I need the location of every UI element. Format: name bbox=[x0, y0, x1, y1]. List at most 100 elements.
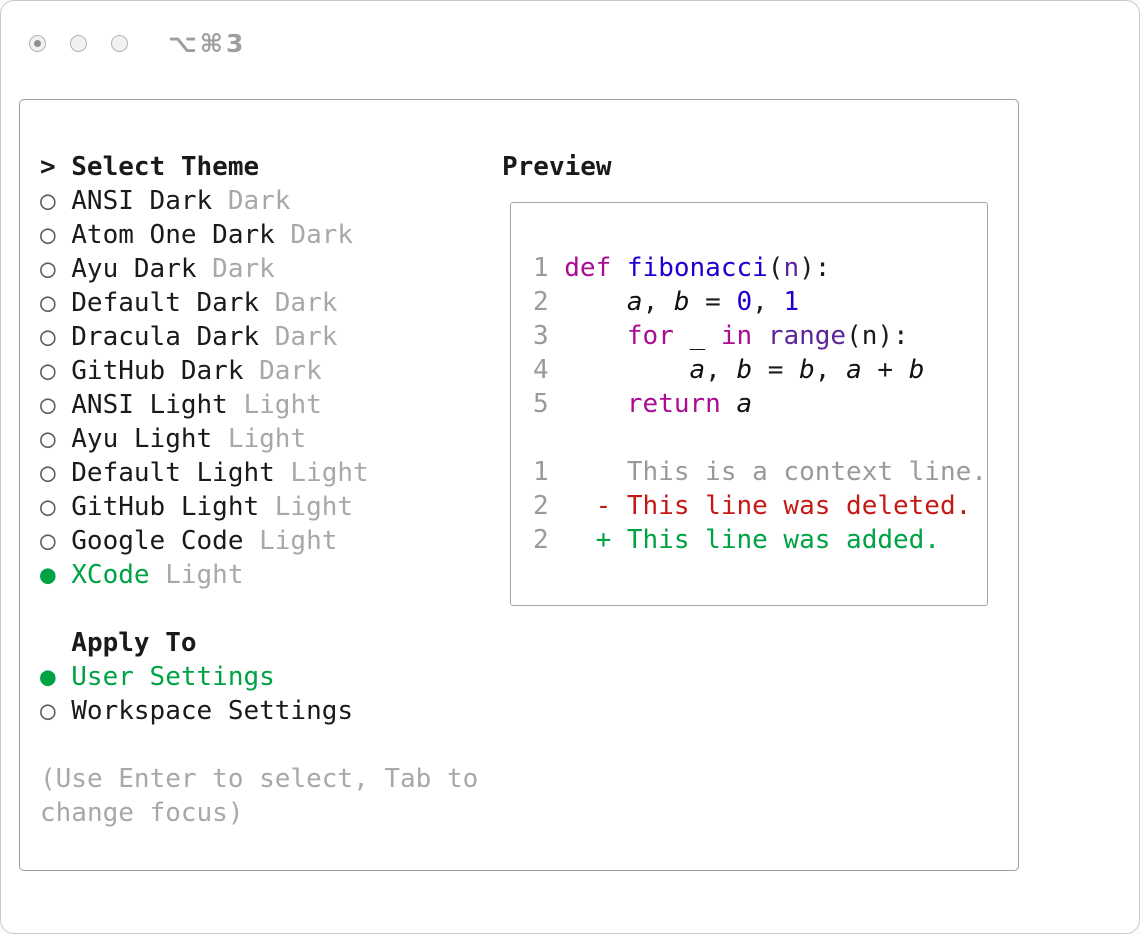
theme-picker-title: Select Theme bbox=[71, 152, 260, 182]
code-token: b bbox=[799, 355, 815, 385]
theme-variant-label: Light bbox=[212, 424, 307, 454]
line-number: 2 bbox=[533, 525, 549, 555]
radio-icon: ○ bbox=[40, 390, 56, 420]
theme-option[interactable]: ○Ayu Dark Dark bbox=[40, 252, 502, 286]
code-token: = bbox=[689, 287, 737, 317]
terminal-panel: >Select Theme ○ANSI Dark Dark○Atom One D… bbox=[19, 99, 1019, 871]
radio-icon: ○ bbox=[40, 322, 56, 352]
code-token: ( bbox=[767, 253, 784, 283]
code-token: a bbox=[736, 389, 753, 419]
theme-option[interactable]: ○Default Light Light bbox=[40, 456, 502, 490]
radio-icon: ○ bbox=[40, 526, 56, 556]
theme-name: Dracula Dark bbox=[71, 322, 260, 352]
code-line: 1 This is a context line. bbox=[533, 455, 987, 489]
code-token: 0 bbox=[736, 287, 753, 317]
code-token: = bbox=[752, 355, 800, 385]
theme-option[interactable]: ○ Dracula Dark Dark bbox=[40, 320, 502, 354]
code-text: for _ in range(n): bbox=[564, 319, 909, 353]
code-line: 2 a, b = 0, 1 bbox=[533, 285, 969, 319]
line-number: 3 bbox=[533, 321, 549, 351]
theme-picker-column: >Select Theme ○ANSI Dark Dark○Atom One D… bbox=[40, 150, 502, 870]
line-number: 4 bbox=[533, 355, 549, 385]
code-token bbox=[564, 321, 627, 351]
code-token bbox=[721, 389, 737, 419]
radio-icon: ○ bbox=[40, 696, 56, 726]
code-text: This is a context line. bbox=[564, 455, 987, 489]
theme-option[interactable]: ○ ANSI Light Light bbox=[40, 388, 502, 422]
maximize-button[interactable] bbox=[111, 35, 128, 52]
apply-to-title: Apply To bbox=[71, 628, 197, 658]
code-token: + This line was added. bbox=[564, 525, 940, 555]
theme-variant-label: Light bbox=[227, 390, 322, 420]
code-line: 4 a, b = b, a + b bbox=[533, 353, 969, 387]
theme-name: ANSI Dark bbox=[71, 186, 213, 216]
code-token: a bbox=[846, 355, 862, 385]
theme-option[interactable]: ○ANSI Dark Dark bbox=[40, 184, 502, 218]
theme-list: ○ANSI Dark Dark○Atom One Dark Dark○Ayu D… bbox=[40, 184, 502, 592]
window-shortcut-label: ⌥⌘3 bbox=[168, 29, 247, 58]
code-token: This is a context line. bbox=[564, 457, 987, 487]
theme-option[interactable]: ○Google Code Light bbox=[40, 524, 502, 558]
code-line: 5 return a bbox=[533, 387, 969, 421]
preview-title: Preview bbox=[502, 152, 612, 182]
minimize-button[interactable] bbox=[70, 35, 87, 52]
code-text: def fibonacci(n): bbox=[564, 251, 830, 285]
prompt-icon: > bbox=[40, 152, 56, 182]
theme-option[interactable]: ○Default Dark Dark bbox=[40, 286, 502, 320]
code-token: def bbox=[564, 253, 612, 283]
theme-variant-label: Light bbox=[274, 458, 369, 488]
code-token: fibonacci bbox=[626, 253, 768, 283]
option-name: User Settings bbox=[71, 662, 275, 692]
theme-variant-label: Dark bbox=[274, 220, 354, 250]
radio-selected-icon: ● bbox=[40, 662, 56, 692]
code-text: + This line was added. bbox=[564, 523, 940, 557]
code-token: , bbox=[705, 355, 737, 385]
line-number: 2 bbox=[533, 287, 549, 317]
line-number bbox=[533, 421, 549, 455]
code-token: b bbox=[736, 355, 753, 385]
radio-icon: ○ bbox=[40, 424, 56, 454]
code-text: a, b = b, a + b bbox=[564, 353, 925, 387]
apply-to-option[interactable]: ● User Settings bbox=[40, 660, 502, 694]
code-token: b bbox=[908, 355, 925, 385]
close-button-dot-icon bbox=[34, 40, 41, 47]
code-token: (n): bbox=[846, 321, 909, 351]
code-line: 3 for _ in range(n): bbox=[533, 319, 969, 353]
theme-name: XCode bbox=[71, 560, 150, 590]
code-token: range bbox=[767, 321, 847, 351]
apply-to-list: ● User Settings○Workspace Settings bbox=[40, 660, 502, 728]
theme-picker-title-row: > Select Theme bbox=[40, 150, 502, 184]
theme-name: ANSI Light bbox=[71, 390, 228, 420]
theme-variant-label: Light bbox=[243, 526, 338, 556]
theme-option[interactable]: ○Ayu Light Light bbox=[40, 422, 502, 456]
code-token: , bbox=[752, 287, 784, 317]
theme-variant-label: Light bbox=[259, 492, 354, 522]
theme-option[interactable]: ○GitHub Dark Dark bbox=[40, 354, 502, 388]
theme-option[interactable]: ○GitHub Light Light bbox=[40, 490, 502, 524]
keyboard-hint: (Use Enter to select, Tab to change focu… bbox=[40, 764, 479, 828]
code-token: _ bbox=[673, 321, 721, 351]
close-button[interactable] bbox=[29, 35, 46, 52]
theme-variant-label: Light bbox=[149, 560, 244, 590]
code-token bbox=[564, 389, 627, 419]
code-token: , bbox=[814, 355, 847, 385]
line-number: 1 bbox=[533, 253, 549, 283]
radio-icon: ○ bbox=[40, 254, 56, 284]
theme-variant-label: Dark bbox=[259, 322, 338, 352]
code-token bbox=[611, 253, 627, 283]
code-token bbox=[564, 355, 689, 385]
code-token: in bbox=[720, 321, 753, 351]
code-token: - This line was deleted. bbox=[564, 491, 972, 521]
theme-option[interactable]: ○Atom One Dark Dark bbox=[40, 218, 502, 252]
radio-icon: ○ bbox=[40, 288, 56, 318]
theme-option[interactable]: ●XCode Light bbox=[40, 558, 502, 592]
code-token: , bbox=[642, 287, 674, 317]
theme-name: Ayu Dark bbox=[71, 254, 197, 284]
code-token: ): bbox=[799, 253, 831, 283]
apply-to-option[interactable]: ○Workspace Settings bbox=[40, 694, 502, 728]
code-text: a, b = 0, 1 bbox=[564, 285, 799, 319]
